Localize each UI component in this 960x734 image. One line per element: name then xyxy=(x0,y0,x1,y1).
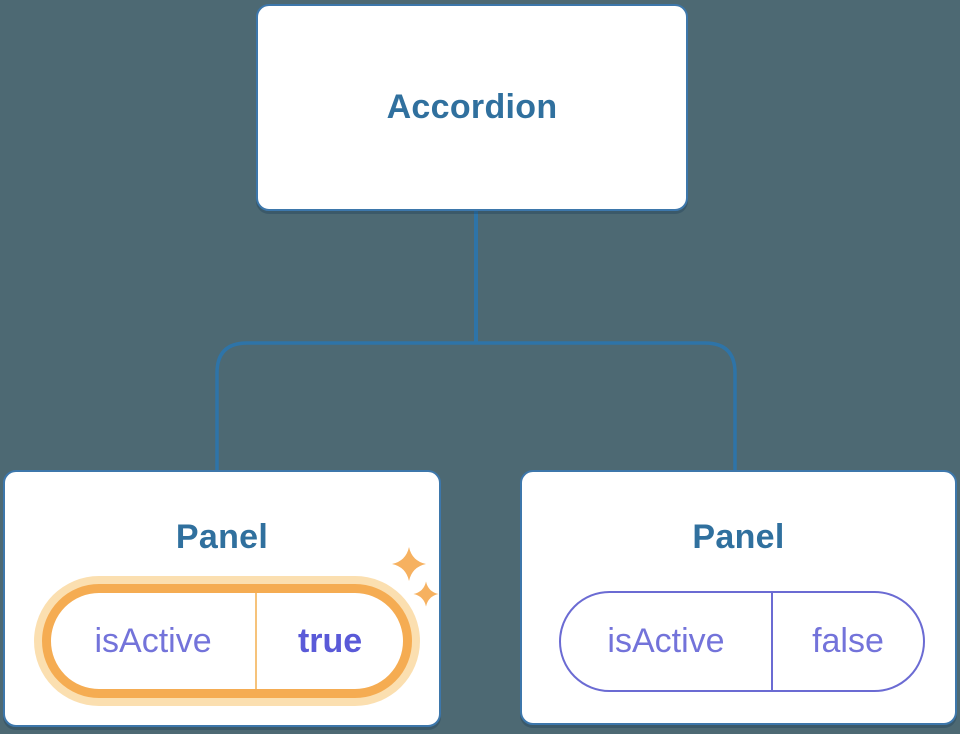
accordion-node-label: Accordion xyxy=(386,88,558,126)
state-key-label: isActive xyxy=(607,622,725,660)
state-pill-active: isActive true xyxy=(42,584,412,698)
sparkle-icon xyxy=(392,547,439,607)
state-value-label: false xyxy=(812,622,884,660)
state-value-label: true xyxy=(297,621,363,660)
panel-node-active: Panel isActive true xyxy=(3,470,441,727)
state-key-label: isActive xyxy=(94,621,212,660)
state-pill-divider xyxy=(255,593,258,689)
panel-node-label: Panel xyxy=(692,518,785,556)
state-pill-divider xyxy=(770,593,773,690)
panel-node-inactive: Panel isActive false xyxy=(520,470,957,725)
accordion-node: Accordion xyxy=(256,4,688,211)
panel-node-label: Panel xyxy=(175,518,269,556)
state-pill-inactive: isActive false xyxy=(559,591,925,692)
